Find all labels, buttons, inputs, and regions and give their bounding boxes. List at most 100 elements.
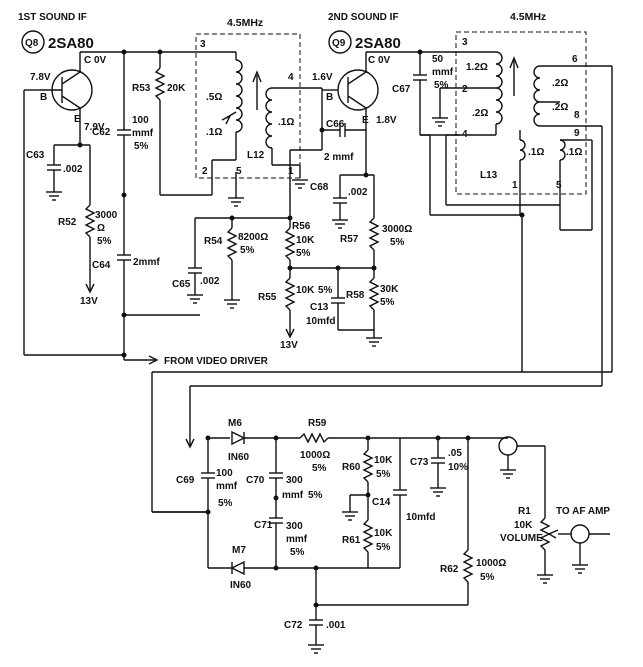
- r56-value-1: 10K: [296, 235, 315, 246]
- r58-value-1: 30K: [380, 284, 399, 295]
- l13-winding-f: .1Ω: [566, 147, 582, 158]
- r54-value-2: 5%: [240, 245, 255, 256]
- q9-part: 2SA80: [355, 35, 401, 52]
- c68-ref: C68: [310, 182, 329, 193]
- af-amp-label: TO AF AMP: [556, 506, 610, 517]
- q9-ref: Q9: [332, 38, 346, 49]
- l12-winding-1: .5Ω: [206, 92, 222, 103]
- r62-ref: R62: [440, 564, 459, 575]
- l13-pin-6: 6: [572, 54, 578, 65]
- l12-pin-5: 5: [236, 166, 242, 177]
- l13-name: L13: [480, 170, 498, 181]
- supply-13v-a: 13V: [80, 296, 98, 307]
- c69-value-1: 100: [216, 468, 233, 479]
- q8-c-label: C: [84, 55, 91, 66]
- r60-value-1: 10K: [374, 455, 393, 466]
- stage2-title: 2ND SOUND IF: [328, 12, 399, 23]
- m6-diode-symbol: [231, 430, 246, 446]
- c67-value-2: mmf: [432, 67, 454, 78]
- r59-value-1: 1000Ω: [300, 450, 330, 461]
- q9-b-voltage: 1.6V: [312, 72, 333, 83]
- l12-pin-1: 1: [288, 166, 294, 177]
- m6-ref: M6: [228, 418, 242, 429]
- r61-value-1: 10K: [374, 528, 393, 539]
- l13-pin-5: 5: [556, 180, 562, 191]
- q8-ref-circle: [21, 30, 45, 54]
- c65-ref: C65: [172, 279, 191, 290]
- stage1-title: 1ST SOUND IF: [18, 12, 87, 23]
- l13-pin-3: 3: [462, 37, 468, 48]
- shielded-cable-in-icon: [498, 436, 518, 456]
- r1-value-2: VOLUME: [500, 533, 543, 544]
- audio-output: C73 .05 10% R1 10K VOLUME TO AF AMP: [400, 435, 610, 584]
- m6-value: IN60: [228, 452, 250, 463]
- q9-ref-circle: [328, 30, 352, 54]
- c73-value-2: 10%: [448, 462, 468, 473]
- shielded-cable-out-icon: [570, 524, 590, 544]
- r55-value-2: 5%: [318, 285, 333, 296]
- c70-value-2: mmf: [282, 490, 304, 501]
- l12-can: [195, 33, 301, 179]
- c62-value-3: 5%: [134, 141, 149, 152]
- r55-value-1: 10K: [296, 285, 315, 296]
- bias-network: R54 8200Ω 5% C65 .002 R56 10K 5% R55 10K…: [172, 215, 399, 351]
- c70-ref: C70: [246, 475, 265, 486]
- c71-value-2: mmf: [286, 534, 308, 545]
- l13-winding-c: .2Ω: [552, 78, 568, 89]
- c67-ref: C67: [392, 84, 411, 95]
- r57-value-2: 5%: [390, 237, 405, 248]
- q8-e-voltage: 7.9V: [84, 122, 105, 133]
- r58-value-2: 5%: [380, 297, 395, 308]
- c64-ref: C64: [92, 260, 111, 271]
- l13-freq: 4.5MHz: [510, 11, 546, 23]
- l12-pin-3: 3: [200, 39, 206, 50]
- c67-value-3: 5%: [434, 80, 449, 91]
- r53-ref: R53: [132, 83, 151, 94]
- c73-ref: C73: [410, 457, 429, 468]
- c68-value: .002: [348, 187, 368, 198]
- c13-value: 10mfd: [306, 316, 335, 327]
- r60-value-2: 5%: [376, 469, 391, 480]
- c62-ref: C62: [92, 127, 111, 138]
- m7-value: IN60: [230, 580, 252, 591]
- r58-ref: R58: [346, 290, 365, 301]
- q9-b-label: B: [326, 92, 333, 103]
- r62-value-2: 5%: [480, 572, 495, 583]
- r55-ref: R55: [258, 292, 277, 303]
- c71-ref: C71: [254, 520, 273, 531]
- l12-pin-4: 4: [288, 72, 294, 83]
- r54-value-1: 8200Ω: [238, 232, 268, 243]
- r53-value: 20K: [167, 83, 186, 94]
- c69-value-2: mmf: [216, 481, 238, 492]
- r60-ref: R60: [342, 462, 361, 473]
- r62-value-1: 1000Ω: [476, 558, 506, 569]
- q9-e-label: E: [362, 115, 369, 126]
- l13-winding-b: .2Ω: [472, 108, 488, 119]
- c72-value: .001: [326, 620, 346, 631]
- c14-value: 10mfd: [406, 512, 435, 523]
- c66-value: 2 mmf: [324, 152, 354, 163]
- l13-can: [455, 31, 587, 195]
- from-video-driver-label: FROM VIDEO DRIVER: [164, 356, 269, 367]
- l13-pin-9: 9: [574, 128, 580, 139]
- supply-13v-b: 13V: [280, 340, 298, 351]
- q8-stage: 1ST SOUND IF Q8 2SA80 C 0V 7.8V B E 7.9V…: [18, 12, 269, 367]
- c66-ref: C66: [326, 119, 345, 130]
- l13-pin-2: 2: [462, 84, 468, 95]
- c62-value-1: 100: [132, 115, 149, 126]
- q9-transistor-symbol: [337, 69, 379, 111]
- c71-value-3: 5%: [290, 547, 305, 558]
- l12-freq: 4.5MHz: [227, 17, 263, 29]
- r57-value-1: 3000Ω: [382, 224, 412, 235]
- c72-ref: C72: [284, 620, 303, 631]
- ratio-detector: M6 IN60 R59 1000Ω 5% C69 100 mmf 5% C70 …: [152, 418, 506, 654]
- q8-c-voltage: 0V: [94, 55, 107, 66]
- l13-pin-1: 1: [512, 180, 518, 191]
- q9-c-label: C: [368, 55, 375, 66]
- c62-value-2: mmf: [132, 128, 154, 139]
- l13-winding-a: 1.2Ω: [466, 62, 488, 73]
- c64-value: 2mmf: [133, 257, 160, 268]
- c70-value-3: 5%: [308, 490, 323, 501]
- c67-value-1: 50: [432, 54, 444, 65]
